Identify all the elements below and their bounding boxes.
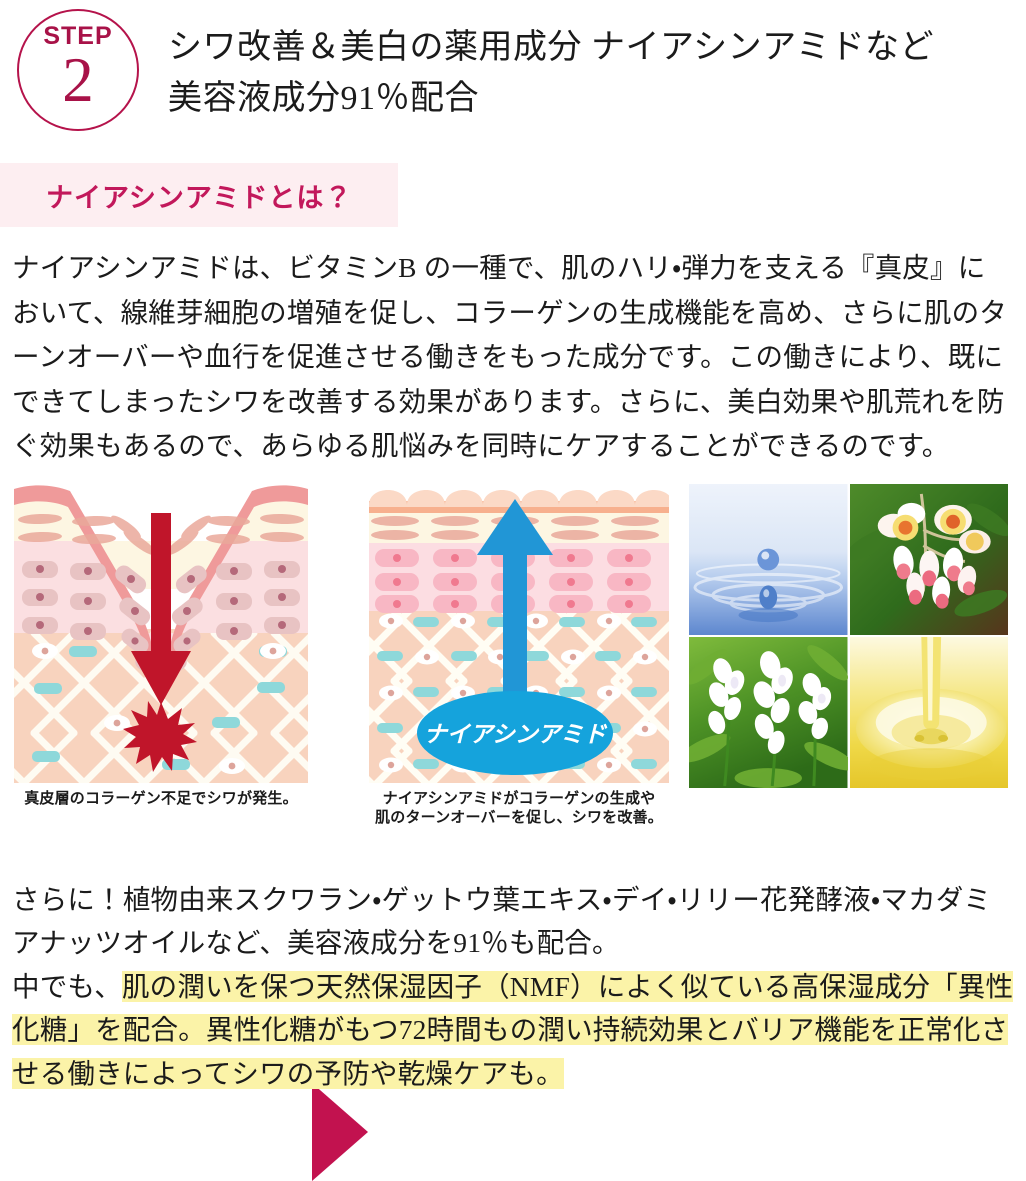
step-label: STEP bbox=[43, 22, 113, 50]
subhead-band: ナイアシンアミドとは？ bbox=[0, 163, 398, 227]
transition-arrow-icon bbox=[312, 1083, 368, 1181]
macadamia-oil-photo bbox=[849, 637, 1008, 788]
wrinkle-skin-figure: 真皮層のコラーゲン不足でシワが発生。 bbox=[14, 483, 308, 807]
illustration-row: 真皮層のコラーゲン不足でシワが発生。 bbox=[0, 483, 1026, 1181]
page-title: シワ改善＆美白の薬用成分 ナイアシンアミドなど 美容液成分91％配合 bbox=[168, 22, 1018, 124]
improved-caption-line-1: ナイアシンアミドがコラーゲンの生成や bbox=[382, 790, 656, 807]
down-arrow-icon bbox=[131, 513, 191, 705]
bottom-line-1: さらに！植物由来スクワラン・ゲットウ葉エキス・デイ・リリー花発酵液・マカダミ bbox=[12, 884, 992, 915]
wrinkle-figure-caption: 真皮層のコラーゲン不足でシワが発生。 bbox=[24, 790, 298, 807]
body-paragraph: ナイアシンアミドは、ビタミンB の一種で、肌のハリ・弾力を支える『真皮』において… bbox=[12, 252, 1007, 462]
improved-skin-svg: ナイアシンアミド bbox=[369, 490, 669, 783]
step-number: 2 bbox=[62, 45, 94, 115]
improved-skin-figure: ナイアシンアミド ナイアシンアミドがコラーゲンの生成や 肌のターンオーバーを促し… bbox=[369, 483, 669, 826]
bottom-line-3-prefix: 中でも、 bbox=[12, 970, 122, 1002]
ingredient-photo-grid bbox=[689, 484, 1008, 788]
lily-flower-photo bbox=[689, 637, 848, 788]
page-header: STEP 2 シワ改善＆美白の薬用成分 ナイアシンアミドなど 美容液成分91％配… bbox=[0, 0, 1026, 150]
bottom-copy: さらに！植物由来スクワラン・ゲットウ葉エキス・デイ・リリー花発酵液・マカダミ ア… bbox=[12, 878, 1017, 1095]
improved-figure-caption: ナイアシンアミドがコラーゲンの生成や 肌のターンオーバーを促し、シワを改善。 bbox=[369, 790, 669, 828]
improved-caption-line-2: 肌のターンオーバーを促し、シワを改善。 bbox=[375, 808, 663, 826]
page-title-line-1: シワ改善＆美白の薬用成分 ナイアシンアミドなど bbox=[168, 29, 934, 66]
improved-skin-diagram: ナイアシンアミド bbox=[369, 483, 669, 783]
gettou-flower-photo bbox=[849, 484, 1008, 635]
wrinkle-burst-icon bbox=[123, 701, 197, 772]
bottom-line-2: アナッツオイルなど、美容液成分を91％も配合。 bbox=[12, 927, 620, 959]
bottom-line-3: 中でも、肌の潤いを保つ天然保湿因子（NMF）によく似ている高保湿成分「異性化糖」… bbox=[12, 965, 1017, 1095]
page-title-line-2: 美容液成分91％配合 bbox=[168, 80, 479, 117]
bottom-highlight-text: 肌の潤いを保つ天然保湿因子（NMF）によく似ている高保湿成分「異性化糖」を配合。… bbox=[12, 970, 1014, 1089]
body-copy: ナイアシンアミドは、ビタミンB の一種で、肌のハリ・弾力を支える『真皮』において… bbox=[12, 246, 1012, 469]
niacinamide-badge-label: ナイアシンアミド bbox=[424, 721, 609, 747]
wrinkle-skin-diagram bbox=[14, 483, 308, 783]
up-arrow-icon bbox=[477, 499, 553, 708]
wrinkle-skin-svg bbox=[14, 485, 308, 783]
step-badge: STEP 2 bbox=[17, 9, 139, 131]
subhead-label: ナイアシンアミドとは？ bbox=[46, 182, 353, 213]
water-droplet-photo bbox=[689, 484, 848, 635]
niacinamide-badge bbox=[417, 691, 613, 775]
